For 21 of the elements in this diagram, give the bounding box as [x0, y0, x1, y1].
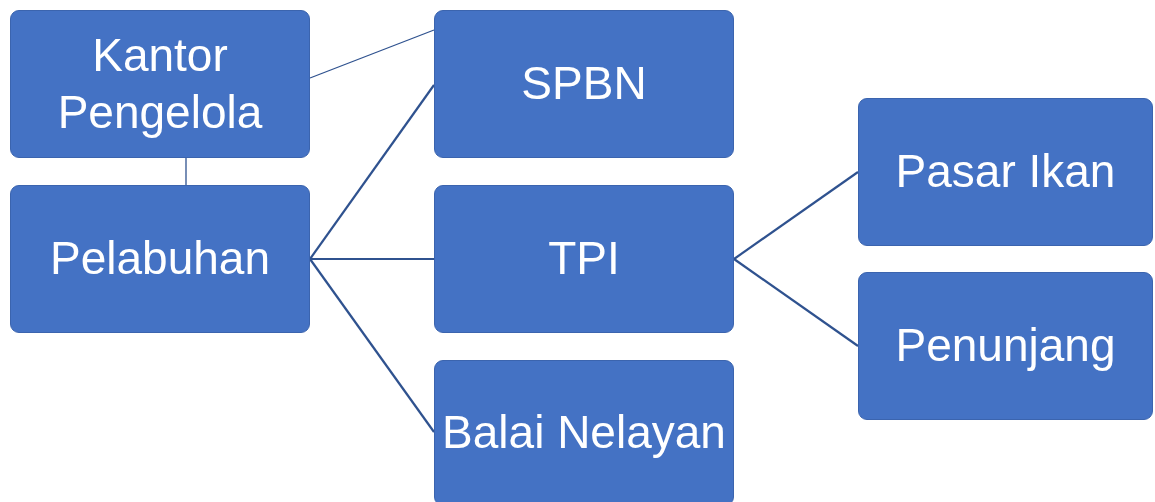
- process-box: [434, 360, 734, 502]
- connector-line: [309, 84, 435, 260]
- box-label: Kantor Pengelola: [56, 27, 264, 140]
- connector-line: [310, 257, 434, 261]
- box-label: Penunjang: [895, 318, 1116, 374]
- process-box: [434, 185, 734, 333]
- process-box: [434, 10, 734, 158]
- box-label: Pasar Ikan: [895, 144, 1116, 200]
- process-box: [10, 10, 310, 158]
- connector-line: [733, 171, 859, 260]
- connector-line: [309, 258, 435, 433]
- process-box: [10, 185, 310, 333]
- connector-line: [309, 29, 435, 79]
- process-box: [858, 98, 1153, 246]
- box-label: Balai Nelayan: [442, 405, 726, 461]
- box-label: TPI: [548, 231, 620, 287]
- connector-line: [185, 157, 187, 186]
- box-label: Pelabuhan: [50, 231, 270, 287]
- connector-line: [733, 258, 859, 347]
- box-label: SPBN: [521, 56, 647, 112]
- process-box: [858, 272, 1153, 420]
